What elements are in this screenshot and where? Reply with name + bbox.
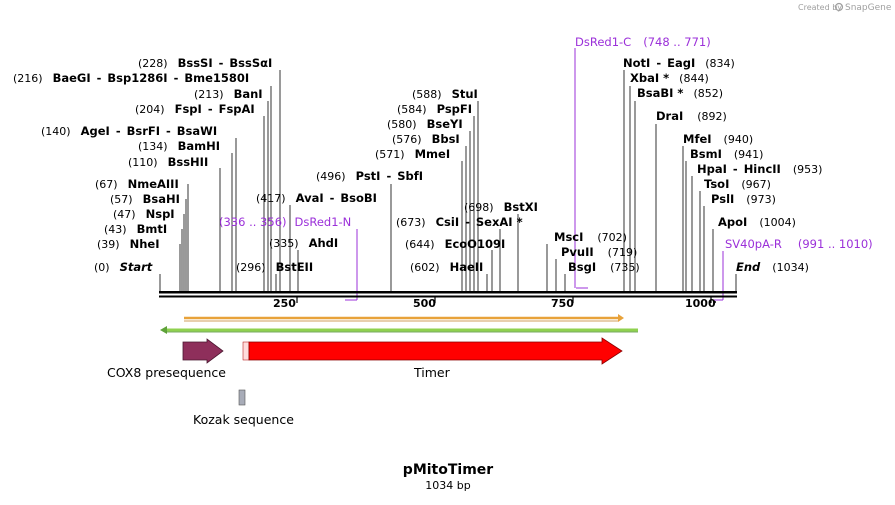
site-label[interactable]: (43)BmtI <box>104 222 167 236</box>
site-label[interactable]: MscI(702) <box>554 230 627 244</box>
site-label[interactable]: TsoI(967) <box>704 177 771 191</box>
site-label[interactable]: (39)NheI <box>97 237 159 251</box>
site-label[interactable]: XbaI *(844) <box>630 71 709 85</box>
kozak-junction <box>242 341 250 361</box>
site-label[interactable]: (57)BsaHI <box>110 192 180 206</box>
site-label[interactable]: (417)AvaI-BsoBI <box>256 191 377 205</box>
snapgene-brand: SnapGene <box>845 3 892 13</box>
site-label[interactable]: (644)EcoO109I <box>405 237 505 251</box>
site-label[interactable]: (110)BssHII <box>128 155 208 169</box>
site-label[interactable]: (228)BssSI-BssSαI <box>138 56 272 70</box>
map-length: 1034 bp <box>425 479 470 492</box>
kozak-sequence-feature[interactable] <box>238 389 246 406</box>
site-label[interactable]: (580)BseYI <box>387 117 463 131</box>
site-leader-lines <box>159 70 737 292</box>
site-label[interactable]: (67)NmeAIII <box>95 177 179 191</box>
orf-arrow-icon <box>618 314 624 322</box>
site-label[interactable]: (47)NspI <box>113 207 175 221</box>
site-label[interactable]: End(1034) <box>736 260 809 274</box>
site-label[interactable]: (204)FspI-FspAI <box>135 102 255 116</box>
site-label[interactable]: (134)BamHI <box>138 139 220 153</box>
site-label[interactable]: PslI(973) <box>711 192 776 206</box>
feature-label-kozak: Kozak sequence <box>193 412 294 427</box>
site-label[interactable]: DraI(892) <box>656 109 727 123</box>
site-label[interactable]: (213)BanI <box>194 87 263 101</box>
sequence-backbone <box>159 291 737 298</box>
site-label[interactable]: PvuII(719) <box>561 245 637 259</box>
site-label[interactable]: (584)PspFI <box>397 102 472 116</box>
site-label[interactable]: BsmI(941) <box>690 147 763 161</box>
site-label[interactable]: (0)Start <box>94 260 153 274</box>
site-label[interactable]: (335)AhdI <box>269 236 338 250</box>
site-label[interactable]: HpaI-HincII(953) <box>697 162 822 176</box>
scale-tick-label: 750 <box>551 297 574 310</box>
site-label[interactable]: ApoI(1004) <box>718 215 796 229</box>
site-label[interactable]: (602)HaeII <box>410 260 483 274</box>
primer-label-dsred1-n[interactable]: (336 .. 356)DsRed1-N <box>219 215 351 229</box>
primer-labels: DsRed1-C(748 .. 771) (336 .. 356)DsRed1-… <box>219 35 873 251</box>
site-label[interactable]: (296)BstEII <box>236 260 313 274</box>
feature-label-timer: Timer <box>413 365 451 380</box>
site-label[interactable]: NotI-EagI(834) <box>623 56 735 70</box>
reverse-arrow-icon <box>160 326 167 334</box>
cox8-presequence-feature[interactable] <box>182 338 224 364</box>
primer-label-dsred1-c[interactable]: DsRed1-C(748 .. 771) <box>575 35 711 49</box>
site-label[interactable]: (496)PstI-SbfI <box>316 169 423 183</box>
site-label[interactable]: (576)BbsI <box>392 132 460 146</box>
primer-label-sv40pa-r[interactable]: SV40pA-R(991 .. 1010) <box>725 237 873 251</box>
scale-ruler: 250 500 750 1000 <box>273 297 716 310</box>
site-label[interactable]: (673)CsiI-SexAI * <box>396 215 523 229</box>
snapgene-branding: Created by SnapGene <box>798 2 892 13</box>
snapgene-logo-icon <box>834 2 844 12</box>
site-label[interactable]: BsaBI *(852) <box>637 86 723 100</box>
scale-tick-label: 500 <box>413 297 436 310</box>
features: COX8 presequence Timer Kozak sequence <box>107 337 623 427</box>
site-label[interactable]: (571)MmeI <box>375 147 450 161</box>
map-title: pMitoTimer <box>403 462 493 478</box>
site-label[interactable]: (140)AgeI-BsrFI-BsaWI <box>41 124 217 138</box>
scale-tick-label: 1000 <box>685 297 716 310</box>
timer-feature[interactable] <box>248 337 623 365</box>
created-by-label: Created by <box>798 3 842 12</box>
site-labels: (0)Start (39)NheI (43)BmtI (47)NspI (57)… <box>13 56 822 274</box>
site-label[interactable]: BsgI(735) <box>568 260 640 274</box>
site-label[interactable]: (698)BstXI <box>464 200 538 214</box>
orf-bands <box>160 314 638 334</box>
site-label[interactable]: (588)StuI <box>412 87 478 101</box>
feature-label-cox8: COX8 presequence <box>107 365 226 380</box>
site-label[interactable]: MfeI(940) <box>683 132 753 146</box>
site-label[interactable]: (216)BaeGI-Bsp1286I-Bme1580I <box>13 71 249 85</box>
scale-tick-label: 250 <box>273 297 296 310</box>
